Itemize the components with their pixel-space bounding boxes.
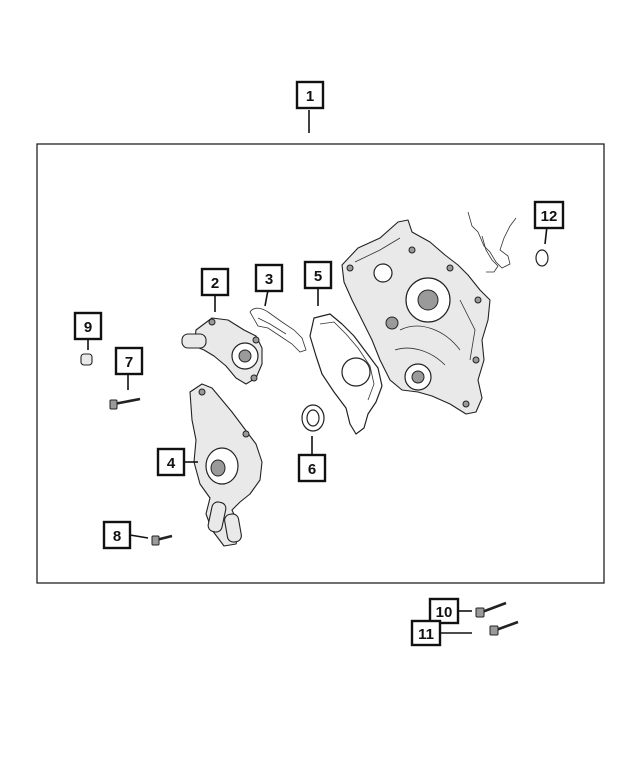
callout-3-label: 3 bbox=[265, 271, 273, 288]
crank-seal-6[interactable] bbox=[301, 404, 325, 432]
leader-3 bbox=[264, 289, 269, 307]
water-pump-housing-gasket-5[interactable] bbox=[309, 313, 383, 435]
callout-1[interactable]: 1 bbox=[295, 80, 325, 110]
cover-gasket-12[interactable] bbox=[467, 211, 517, 273]
callout-8-label: 8 bbox=[113, 528, 121, 545]
callout-2[interactable]: 2 bbox=[200, 267, 230, 297]
bolt-10[interactable] bbox=[475, 601, 507, 618]
callout-5[interactable]: 5 bbox=[303, 260, 333, 290]
leader-8 bbox=[129, 534, 149, 539]
callout-11-label: 11 bbox=[418, 626, 434, 643]
o-ring-12[interactable] bbox=[535, 249, 549, 267]
callout-4-label: 4 bbox=[167, 455, 176, 472]
dowel-9[interactable] bbox=[80, 353, 93, 366]
bolt-7[interactable] bbox=[109, 397, 141, 410]
callout-12[interactable]: 12 bbox=[533, 200, 565, 230]
callout-3[interactable]: 3 bbox=[254, 263, 284, 293]
callout-7[interactable]: 7 bbox=[114, 346, 144, 376]
callout-12-label: 12 bbox=[541, 208, 558, 225]
callout-1-label: 1 bbox=[306, 88, 314, 105]
assembly-frame bbox=[36, 143, 605, 584]
callout-9-label: 9 bbox=[84, 319, 92, 336]
bolt-11[interactable] bbox=[489, 620, 519, 636]
callout-6[interactable]: 6 bbox=[297, 453, 327, 483]
timing-cover[interactable] bbox=[341, 219, 491, 415]
callout-6-label: 6 bbox=[308, 461, 316, 478]
callout-10-label: 10 bbox=[436, 604, 453, 621]
bolt-8[interactable] bbox=[151, 534, 173, 546]
callout-4[interactable]: 4 bbox=[156, 447, 186, 477]
callout-7-label: 7 bbox=[125, 354, 133, 371]
callout-8[interactable]: 8 bbox=[102, 520, 132, 550]
callout-2-label: 2 bbox=[211, 275, 219, 292]
water-pump-4[interactable] bbox=[189, 383, 263, 547]
housing-gasket-3[interactable] bbox=[249, 307, 307, 353]
callout-5-label: 5 bbox=[314, 268, 322, 285]
callout-9[interactable]: 9 bbox=[73, 311, 103, 341]
callout-11[interactable]: 11 bbox=[410, 619, 442, 647]
water-outlet-housing-2[interactable] bbox=[181, 317, 263, 385]
callout-10[interactable]: 10 bbox=[428, 597, 460, 625]
